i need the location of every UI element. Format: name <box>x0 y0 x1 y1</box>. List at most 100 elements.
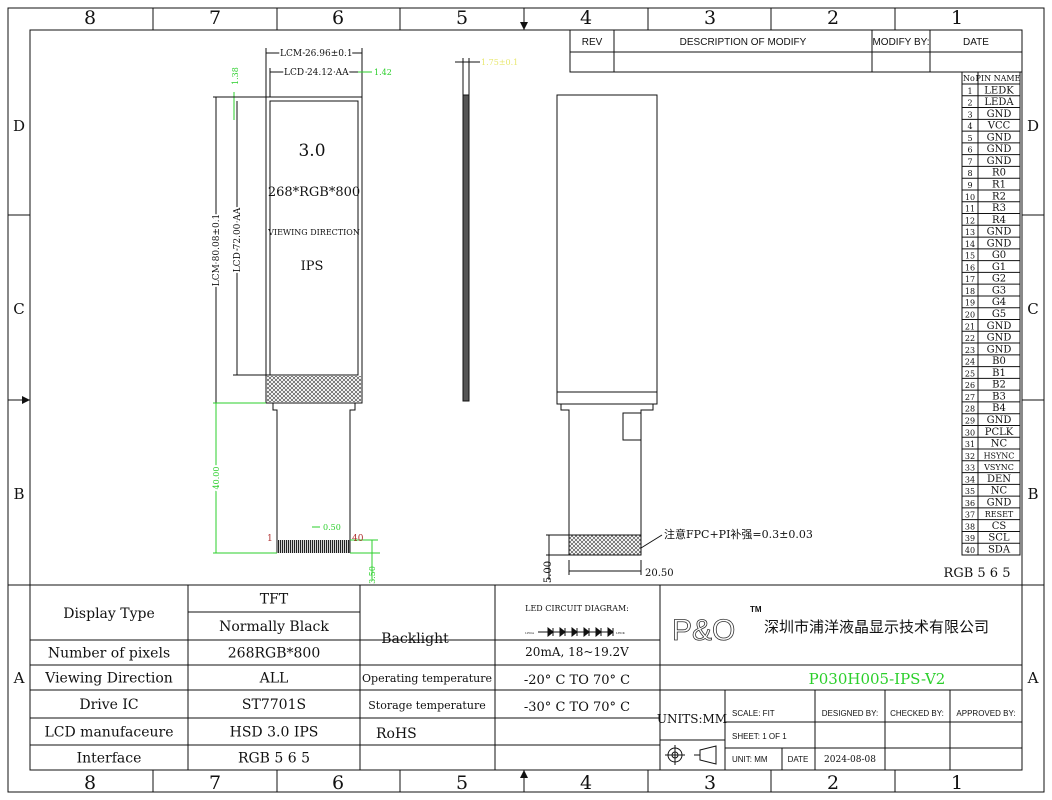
pin-number: 6 <box>967 146 972 155</box>
row-label: B <box>1027 485 1038 503</box>
spec-label: Number of pixels <box>48 646 170 662</box>
revision-block: REV DESCRIPTION OF MODIFY MODIFY BY: DAT… <box>569 29 1023 73</box>
op-temp-label: Operating temperature <box>362 672 492 685</box>
pin-name: G2 <box>992 274 1006 285</box>
spec-label: Drive IC <box>79 697 138 713</box>
column-label: 3 <box>704 7 716 29</box>
spec-value: 268RGB*800 <box>228 646 320 662</box>
pin-row: 23 GND <box>965 344 1011 355</box>
row-label: A <box>13 669 25 687</box>
pin-name: G1 <box>992 262 1006 273</box>
column-label: 8 <box>84 7 96 29</box>
front-view: 3.0 268*RGB*800 VIEWING DIRECTION IPS LC… <box>210 47 392 584</box>
trademark: TM <box>750 605 762 614</box>
column-label: 1 <box>951 772 963 794</box>
pin-number: 5 <box>967 134 972 143</box>
stiffener-note: 注意FPC+PI补强=0.3±0.03 <box>664 527 813 541</box>
pin-number: 29 <box>965 416 975 425</box>
pin-number: 34 <box>965 475 975 484</box>
pin-number: 15 <box>965 252 975 261</box>
pin-name: GND <box>987 344 1012 355</box>
pin-name: GND <box>987 227 1012 238</box>
rohs-label: RoHS <box>376 726 417 742</box>
pin-name: HSYNC <box>984 451 1015 460</box>
pin-row: 1 LEDK <box>967 85 1014 96</box>
spec-value: RGB 5 6 5 <box>238 751 310 767</box>
led-diode-icon <box>607 626 614 638</box>
pin-name: R2 <box>992 191 1006 202</box>
pin-number: 9 <box>967 181 972 190</box>
fpc-length-dim: 40.00 <box>212 467 221 490</box>
pin-name: GND <box>987 497 1012 508</box>
lcm-width-dim: LCM 26.96±0.1 <box>280 49 353 59</box>
pin-number: 33 <box>965 464 975 473</box>
side-view: 1.75±0.1 <box>455 58 518 402</box>
checked-by-label: CHECKED BY: <box>890 709 944 718</box>
pin-name: R1 <box>992 179 1006 190</box>
column-label: 6 <box>332 7 344 29</box>
date-value: 2024-08-08 <box>824 755 876 765</box>
pin-name: CS <box>992 521 1007 532</box>
interface-note: RGB 5 6 5 <box>944 566 1011 581</box>
title-block: P&O TM 深圳市浦洋液晶显示技术有限公司 P030H005-IPS-V2 U… <box>657 605 1022 770</box>
row-label: D <box>1027 117 1039 135</box>
pin-number: 22 <box>965 334 975 343</box>
pin-row: 29 GND <box>965 415 1011 426</box>
pin-number: 18 <box>965 287 975 296</box>
approved-by-label: APPROVED BY: <box>956 709 1015 718</box>
pin-number: 31 <box>965 440 975 449</box>
pin-number: 4 <box>967 122 972 131</box>
pin-number: 36 <box>965 499 975 508</box>
pin-name: G4 <box>992 297 1006 308</box>
type-label: IPS <box>301 259 324 274</box>
stiffener-height-dim: 5.00 <box>543 561 554 583</box>
lcd-height-dim: LCD 72.00 AA <box>233 207 243 272</box>
column-label: 5 <box>456 772 468 794</box>
pin-1-mark: 1 <box>267 534 273 544</box>
pin-name: GND <box>987 415 1012 426</box>
pin-name: LEDK <box>984 85 1014 96</box>
viewing-label: VIEWING DIRECTION <box>267 228 360 237</box>
designed-by-label: DESIGNED BY: <box>822 709 878 718</box>
thickness-dim: 1.75±0.1 <box>481 58 518 67</box>
pin-row: 9 R1 <box>967 179 1006 190</box>
led-diode-icon <box>595 626 602 638</box>
offset-y-dim: 1.38 <box>231 67 240 85</box>
column-label: 4 <box>580 772 592 794</box>
pin-number: 23 <box>965 346 975 355</box>
backlight-label: Backlight <box>381 631 449 647</box>
pin-number: 1 <box>967 87 972 96</box>
pin-number: 30 <box>965 428 975 437</box>
column-label: 7 <box>209 772 221 794</box>
sheet-label: SHEET: 1 OF 1 <box>732 732 787 741</box>
resolution-label: 268*RGB*800 <box>268 185 360 200</box>
pin-name: B0 <box>992 356 1006 367</box>
projection-symbol <box>665 745 717 765</box>
column-label: 3 <box>704 772 716 794</box>
pin-number: 20 <box>965 311 975 320</box>
column-label: 2 <box>827 7 839 29</box>
pin-name: GND <box>987 333 1012 344</box>
pin-name: LEDA <box>984 97 1014 108</box>
pin-name: R3 <box>992 203 1006 214</box>
lcm-height-dim: LCM 80.08±0.1 <box>212 214 222 287</box>
fpc-width-dim: 20.50 <box>645 568 674 579</box>
led-diode-icon <box>583 626 590 638</box>
unit-label: UNIT: MM <box>732 755 768 764</box>
size-label: 3.0 <box>298 141 325 161</box>
row-label: D <box>13 117 25 135</box>
spec-value: ST7701S <box>242 697 306 713</box>
